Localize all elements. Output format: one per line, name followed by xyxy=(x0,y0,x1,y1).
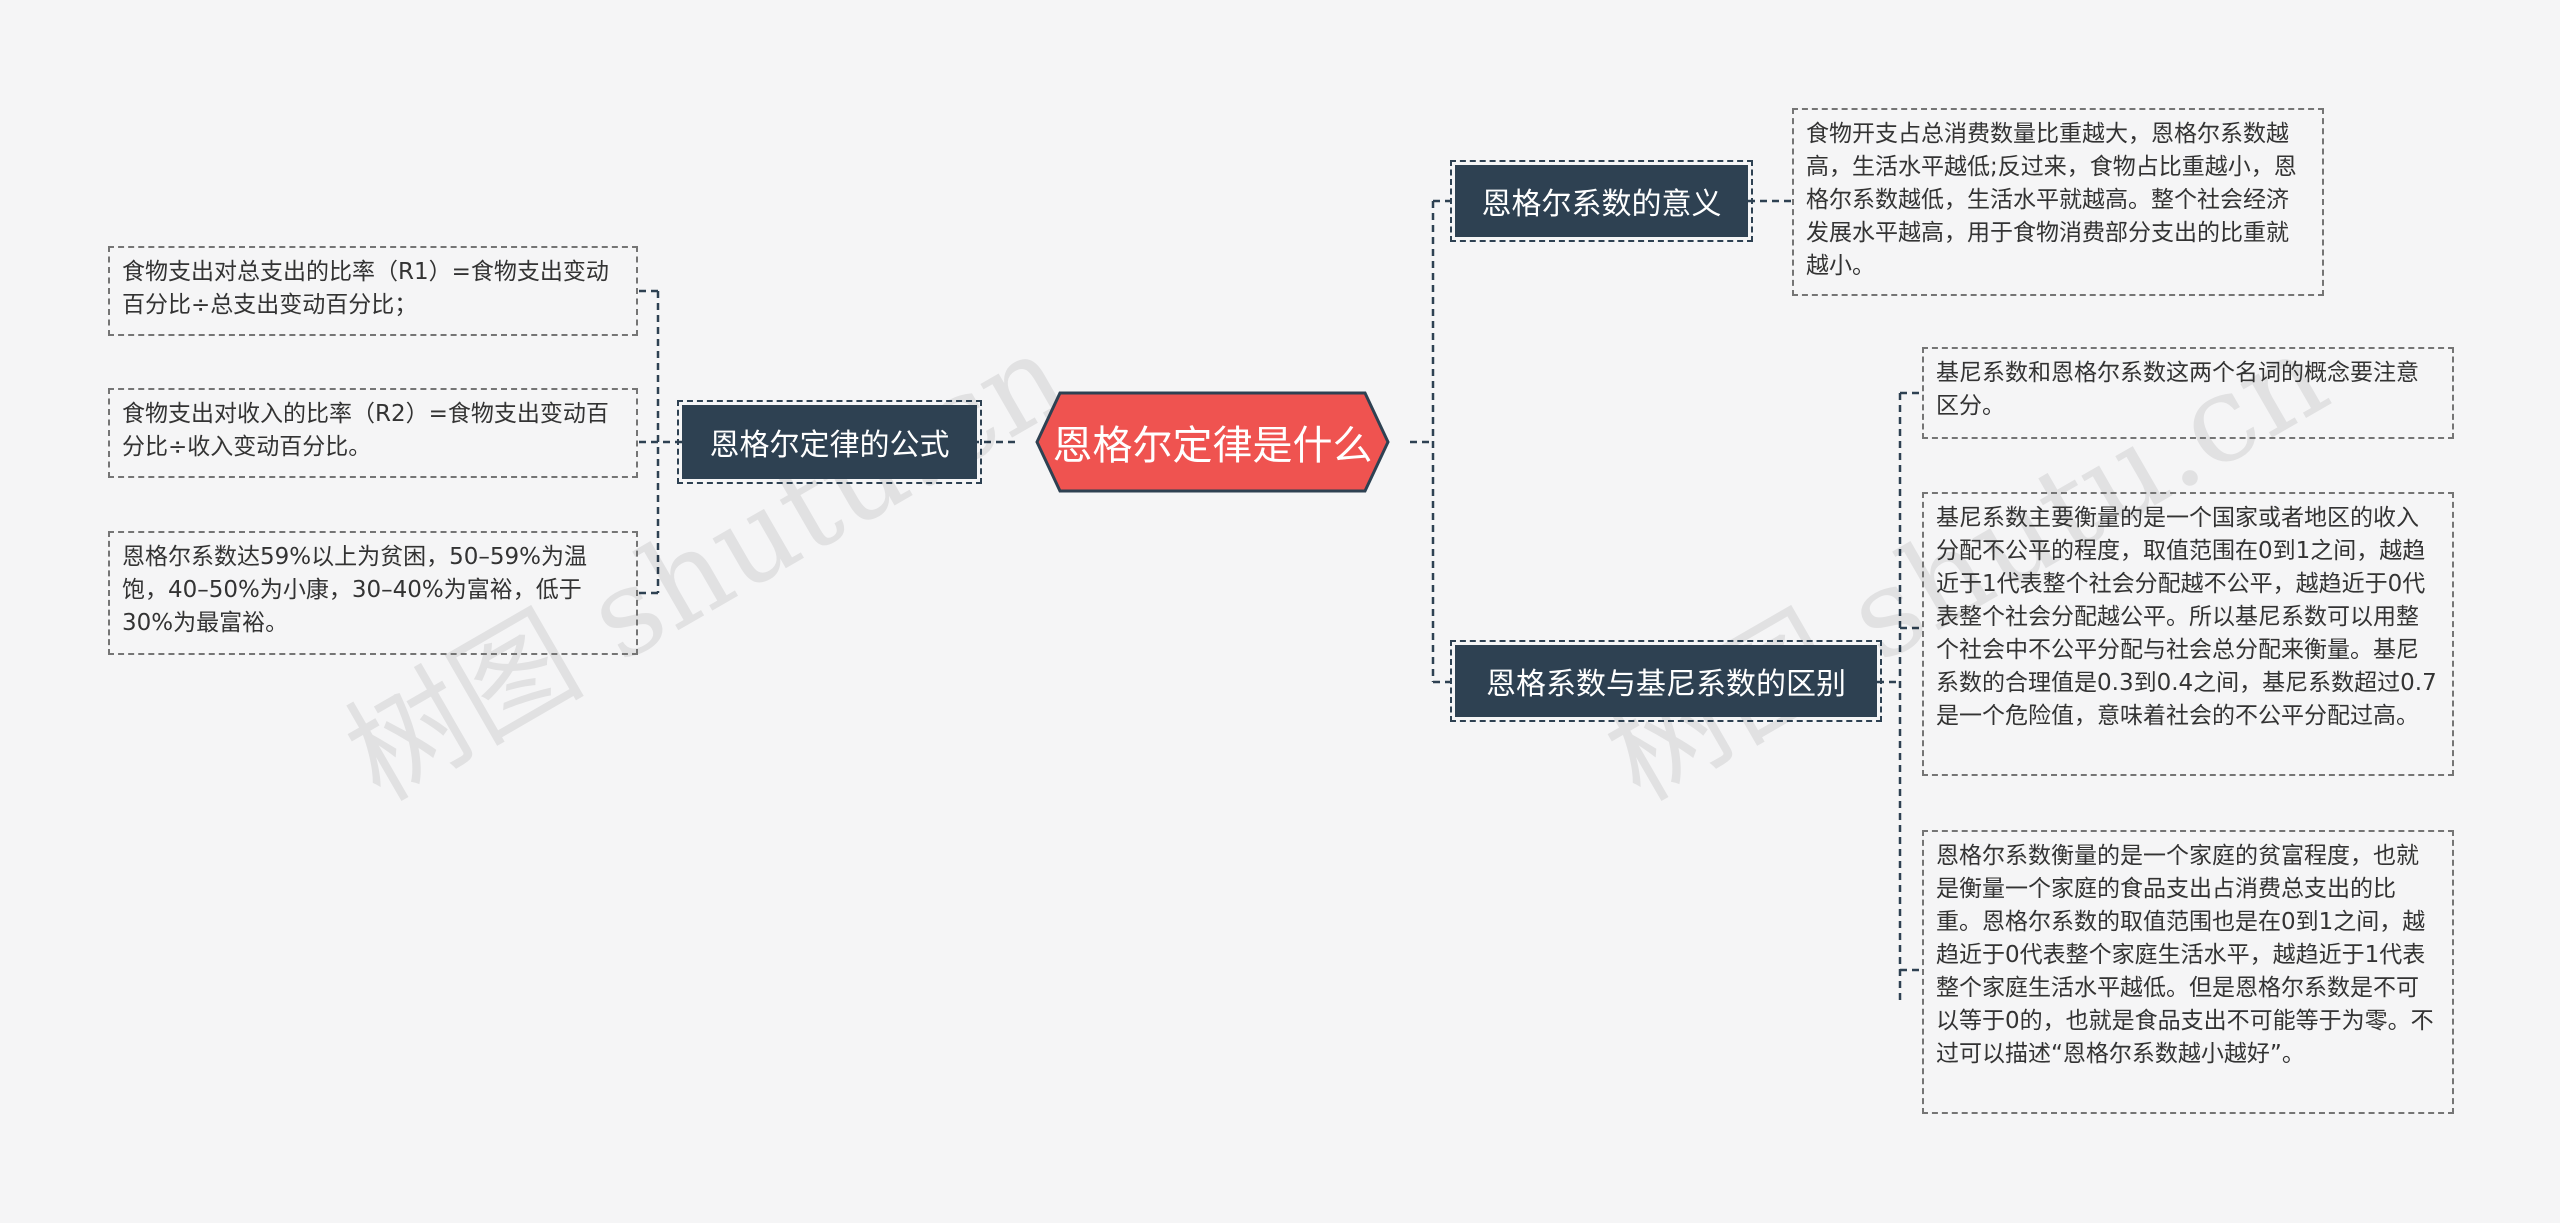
root-label: 恩格尔定律是什么 xyxy=(1052,423,1373,469)
leaf-formula-r2[interactable]: 食物支出对收入的比率（R2）=食物支出变动百分比÷收入变动百分比。 xyxy=(108,388,638,478)
leaf-formula-r1[interactable]: 食物支出对总支出的比率（R1）=食物支出变动百分比÷总支出变动百分比； xyxy=(108,246,638,336)
branch-meaning[interactable]: 恩格尔系数的意义 xyxy=(1450,160,1753,242)
leaf-difference-note[interactable]: 基尼系数和恩格尔系数这两个名词的概念要注意区分。 xyxy=(1922,347,2454,439)
leaf-meaning[interactable]: 食物开支占总消费数量比重越大，恩格尔系数越高，生活水平越低;反过来，食物占比重越… xyxy=(1792,108,2324,296)
branch-formula[interactable]: 恩格尔定律的公式 xyxy=(677,400,982,484)
root-hexagon-shape xyxy=(1035,391,1390,493)
connector-difference-leaves xyxy=(1877,391,1922,1000)
leaf-formula-levels[interactable]: 恩格尔系数达59%以上为贫困，50–59%为温饱，40–50%为小康，30–40… xyxy=(108,531,638,655)
leaf-difference-engel[interactable]: 恩格尔系数衡量的是一个家庭的贫富程度，也就是衡量一个家庭的食品支出占消费总支出的… xyxy=(1922,830,2454,1114)
connector-formula-leaves xyxy=(638,289,682,595)
connector-root-right xyxy=(1410,199,1455,684)
root-node[interactable]: 恩格尔定律是什么 xyxy=(1015,390,1410,494)
leaf-difference-gini[interactable]: 基尼系数主要衡量的是一个国家或者地区的收入分配不公平的程度，取值范围在0到1之间… xyxy=(1922,492,2454,776)
branch-difference[interactable]: 恩格系数与基尼系数的区别 xyxy=(1450,640,1882,722)
